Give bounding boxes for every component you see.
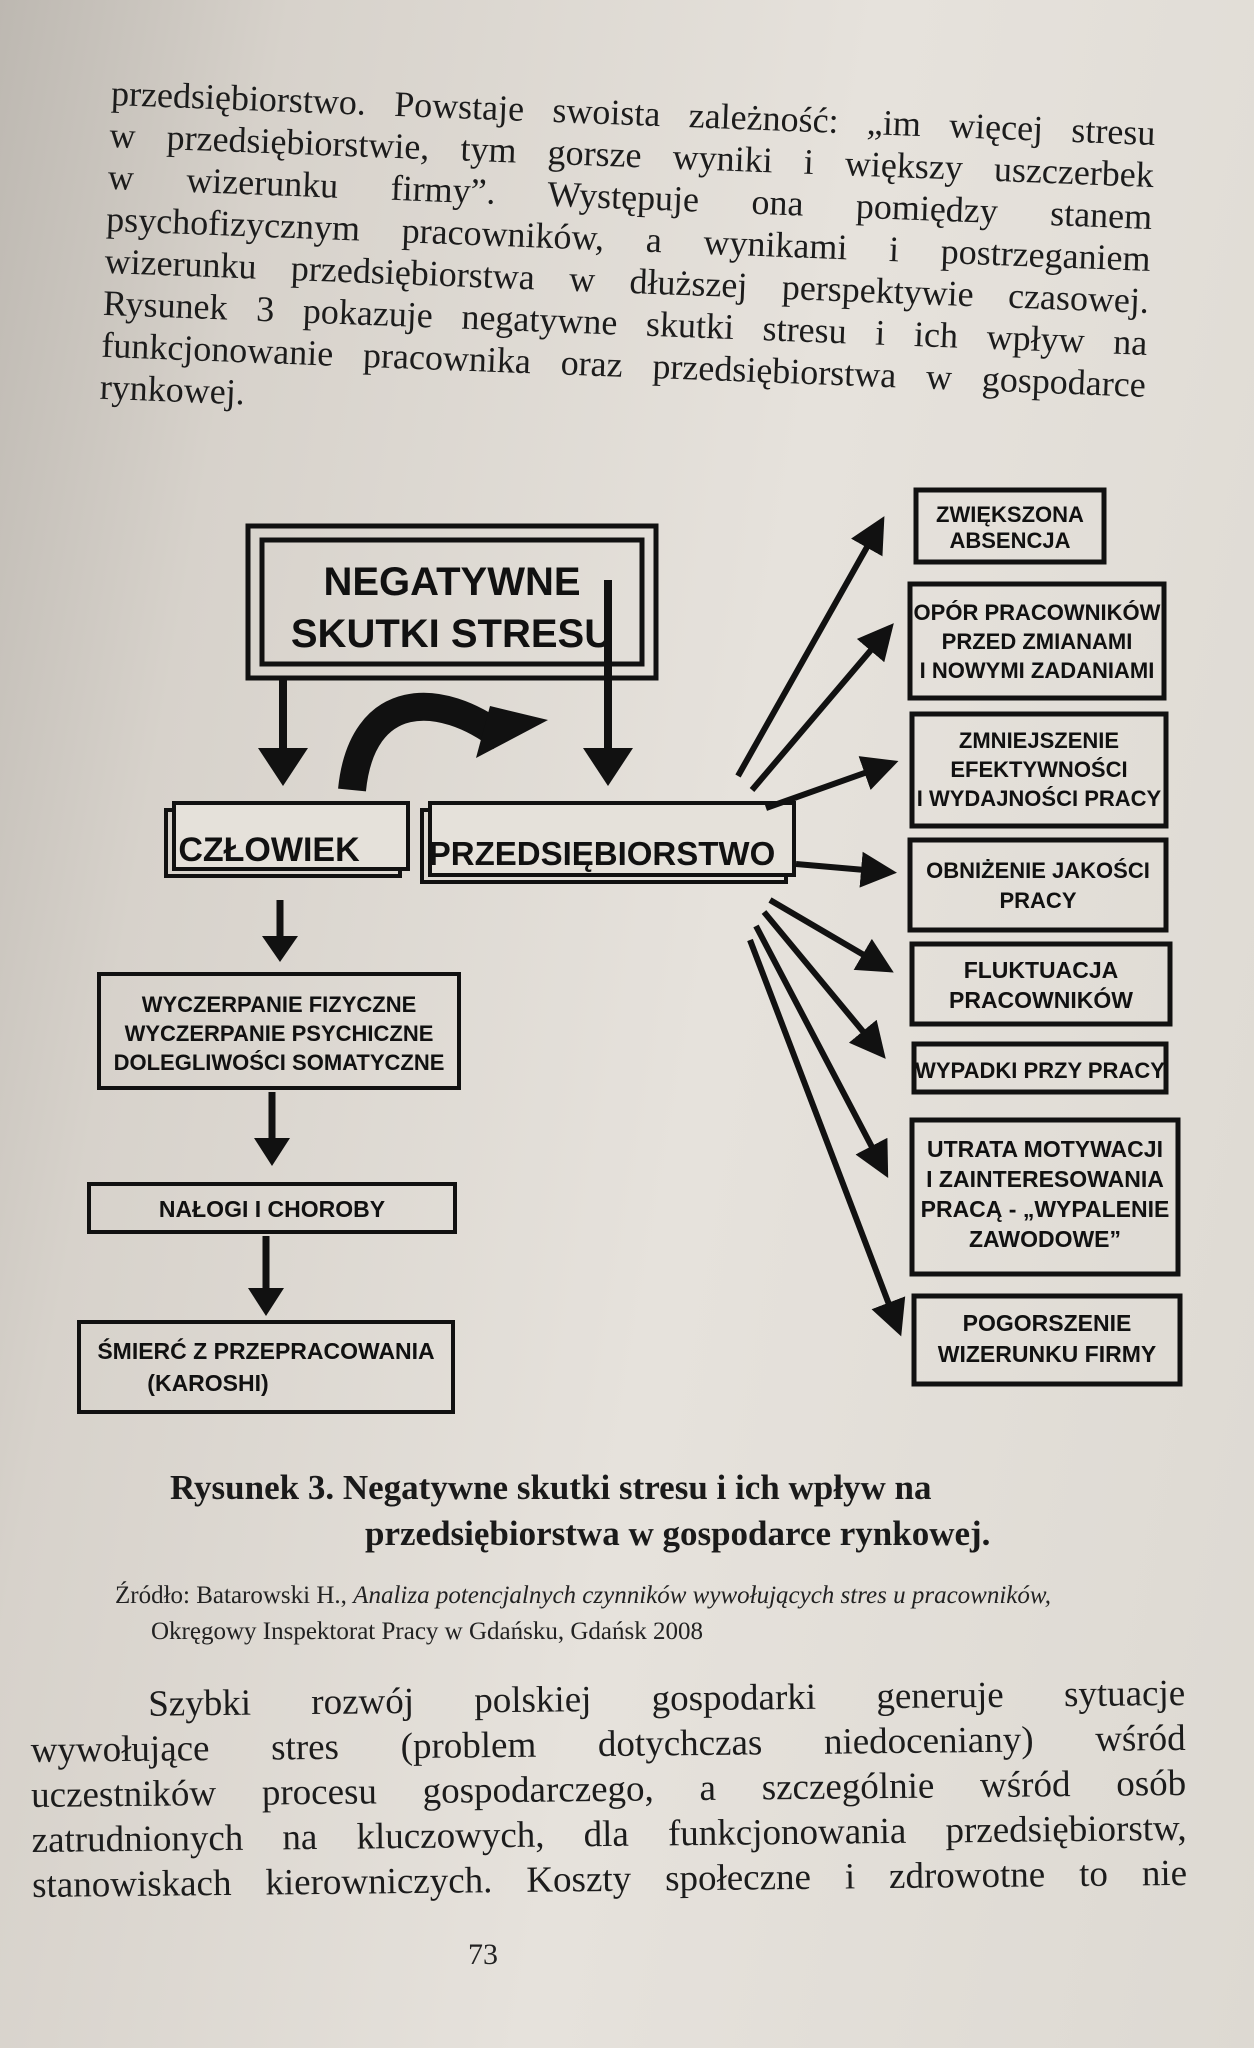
human-effect-line: (KAROSHI): [147, 1370, 268, 1396]
company-arrows: [735, 516, 906, 1337]
human-effect-line: DOLEGLIWOŚCI SOMATYCZNE: [114, 1050, 445, 1075]
company-effect-line: PRACOWNIKÓW: [949, 986, 1133, 1013]
company-effect-line: I NOWYMI ZADANIAMI: [920, 658, 1155, 683]
company-effect-line: I ZAINTERESOWANIA: [926, 1166, 1164, 1192]
company-effect-line: WIZERUNKU FIRMY: [938, 1341, 1156, 1367]
company-effect-box: ZWIĘKSZONA ABSENCJA: [913, 487, 1107, 565]
human-effect-line: ŚMIERĆ Z PRZEPRACOWANIA: [97, 1337, 434, 1364]
company-effect-box: UTRATA MOTYWACJI I ZAINTERESOWANIA PRACĄ…: [909, 1117, 1181, 1277]
caption-line-2: przedsiębiorstwa w gospodarce rynkowej.: [365, 1514, 991, 1553]
company-effect-line: PRACĄ - „WYPALENIE: [921, 1196, 1170, 1222]
figure-caption: Rysunek 3. Negatywne skutki stresu i ich…: [170, 1465, 1150, 1557]
human-effect-box: NAŁOGI I CHOROBY: [87, 1182, 457, 1234]
human-effect-box: ŚMIERĆ Z PRZEPRACOWANIA (KAROSHI): [77, 1320, 455, 1414]
caption-line-1: Rysunek 3. Negatywne skutki stresu i ich…: [170, 1468, 932, 1507]
company-effect-line: ZWIĘKSZONA: [936, 502, 1084, 527]
company-effect-box: POGORSZENIE WIZERUNKU FIRMY: [911, 1293, 1183, 1387]
title-line-1: NEGATYWNE: [323, 560, 580, 604]
source-line-2: Okręgowy Inspektorat Pracy w Gdańsku, Gd…: [151, 1618, 703, 1645]
title-arrows: [258, 580, 633, 792]
company-effect-line: PRACY: [999, 888, 1076, 913]
human-label: CZŁOWIEK: [178, 831, 360, 869]
company-effect-line: POGORSZENIE: [963, 1310, 1132, 1336]
company-label: PRZEDSIĘBIORSTWO: [429, 835, 776, 872]
title-box: NEGATYWNE SKUTKI STRESU: [245, 523, 659, 681]
human-effect-line: NAŁOGI I CHOROBY: [159, 1196, 385, 1222]
company-effect-line: OBNIŻENIE JAKOŚCI: [926, 858, 1150, 883]
paragraph-bottom: Szybki rozwój polskiej gospodarki generu…: [30, 1671, 1187, 1908]
title-line-2: SKUTKI STRESU: [291, 612, 613, 656]
company-effect-box: ZMNIEJSZENIE EFEKTYWNOŚCI I WYDAJNOŚCI P…: [909, 711, 1169, 829]
page-number: 73: [468, 1938, 498, 1971]
human-effect-line: WYCZERPANIE FIZYCZNE: [142, 992, 417, 1017]
source-title: Analiza potencjalnych czynników wywołują…: [353, 1582, 1051, 1609]
company-box: PRZEDSIĘBIORSTWO: [420, 801, 796, 884]
company-effect-line: UTRATA MOTYWACJI: [927, 1136, 1163, 1162]
company-effect-box: OBNIŻENIE JAKOŚCI PRACY: [907, 837, 1169, 933]
figure-source: Źródło: Batarowski H., Analiza potencjal…: [115, 1578, 1195, 1650]
company-effect-line: FLUKTUACJA: [964, 957, 1119, 983]
company-effect-line: OPÓR PRACOWNIKÓW: [914, 600, 1161, 625]
company-effect-box: OPÓR PRACOWNIKÓW PRZED ZMIANAMI I NOWYMI…: [907, 581, 1167, 701]
company-effect-box: WYPADKI PRZY PRACY: [911, 1041, 1169, 1095]
company-effect-line: ZAWODOWE”: [969, 1226, 1121, 1252]
human-effect-box: WYCZERPANIE FIZYCZNE WYCZERPANIE PSYCHIC…: [97, 972, 461, 1090]
source-prefix: Źródło: Batarowski H.,: [115, 1582, 354, 1609]
company-effect-line: EFEKTYWNOŚCI: [950, 757, 1127, 782]
human-box: CZŁOWIEK: [164, 801, 410, 878]
company-effect-line: ZMNIEJSZENIE: [959, 728, 1119, 753]
company-effect-line: ABSENCJA: [949, 528, 1070, 553]
human-effect-line: WYCZERPANIE PSYCHICZNE: [125, 1021, 434, 1046]
company-effect-line: WYPADKI PRZY PRACY: [915, 1058, 1165, 1083]
company-effect-line: PRZED ZMIANAMI: [942, 629, 1133, 654]
company-effect-line: I WYDAJNOŚCI PRACY: [917, 786, 1162, 811]
human-arrows: [248, 900, 298, 1316]
company-effect-box: FLUKTUACJA PRACOWNIKÓW: [909, 941, 1173, 1027]
